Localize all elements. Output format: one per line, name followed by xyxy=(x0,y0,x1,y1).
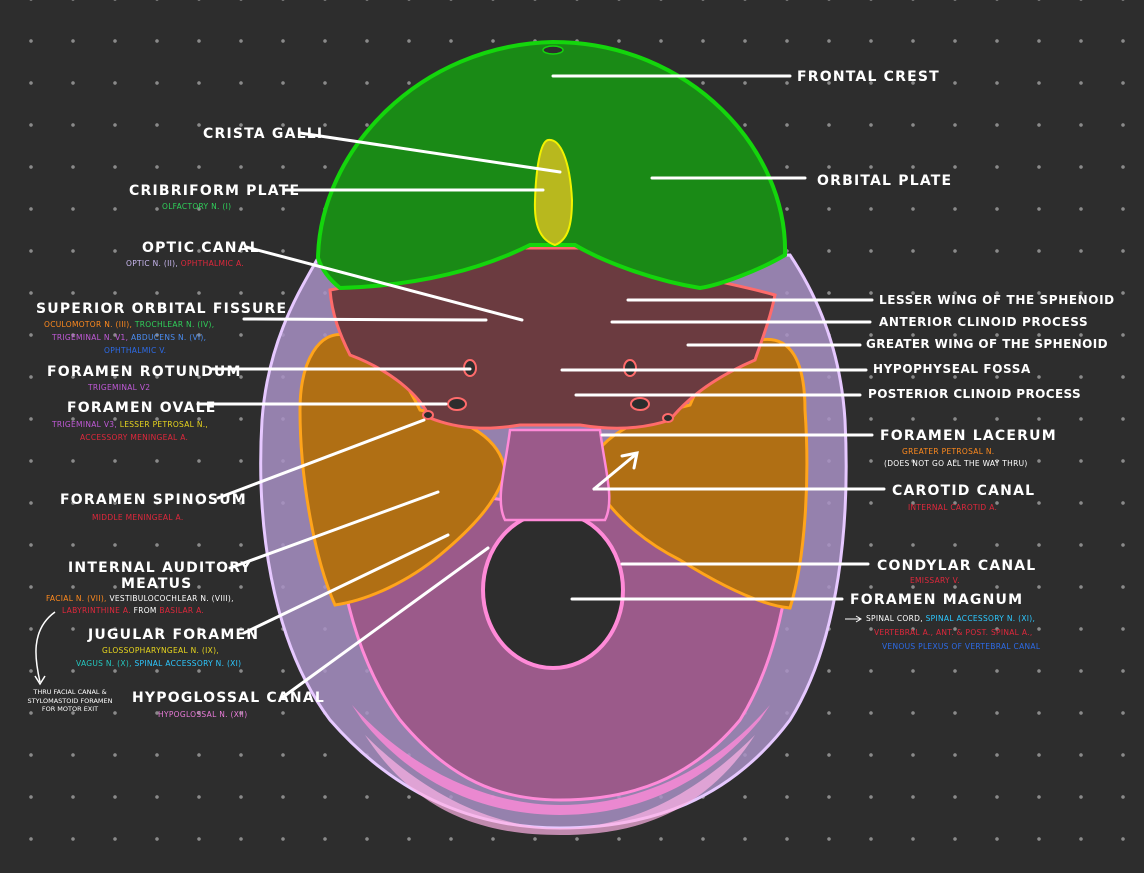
ovale-right-hole xyxy=(630,397,650,411)
sof-abducens: Abducens n. (VI), xyxy=(131,333,207,342)
magnum-sub-3: venous plexus of vertebral canal xyxy=(882,642,1041,651)
iam-sub-1: Facial n. (VII), Vestibulocochlear n. (V… xyxy=(46,594,234,604)
anterior-clinoid-label: Anterior clinoid process xyxy=(879,315,1089,329)
ovale-trigeminal: Trigeminal V3, xyxy=(52,420,118,429)
lacerum-note: (does not go all the way thru) xyxy=(884,459,1028,468)
iam-sub-2: Labyrinthine a. from basilar a. xyxy=(62,606,204,616)
lacerum-sub: Greater petrosal n. xyxy=(902,447,995,456)
foramen-magnum-hole xyxy=(481,510,625,670)
iam-label-2: meatus xyxy=(121,576,193,592)
optic-sub: Optic n. (II), ophthalmic a. xyxy=(126,259,244,269)
magnum-label: Foramen magnum xyxy=(850,592,1024,608)
orbital-plate-label: Orbital plate xyxy=(817,173,953,189)
iam-labyrinthine: Labyrinthine a. xyxy=(62,606,131,615)
sof-sub-3: Ophthalmic v. xyxy=(104,346,167,355)
hypoglossal-label: Hypoglossal canal xyxy=(132,690,325,706)
jugular-vagus: Vagus n. (X), xyxy=(76,659,132,668)
occipital-lower-band xyxy=(352,705,770,815)
posterior-clinoid-label: Posterior clinoid process xyxy=(868,387,1082,401)
sof-label: Superior orbital fissure xyxy=(36,301,288,317)
optic-canal-label: Optic canal xyxy=(142,240,260,256)
sof-sub-1: Oculomotor n. (III), Trochlear n. (IV), xyxy=(44,320,214,330)
ovale-sub-2: Accessory meningeal a. xyxy=(80,433,189,442)
clivus xyxy=(499,428,611,522)
iam-facial: Facial n. (VII), xyxy=(46,594,107,603)
spinosum-sub: Middle meningeal a. xyxy=(92,513,184,522)
magnum-vertebral: Vertebral a., xyxy=(874,628,934,637)
leader-iam xyxy=(228,490,440,570)
rotundum-sub: Trigeminal V2 xyxy=(88,383,151,392)
condylar-label: Condylar canal xyxy=(877,558,1037,574)
ovale-hole xyxy=(447,397,467,411)
leader-sof xyxy=(242,317,488,322)
magnum-sub-1: Spinal cord, Spinal accessory n. (XI), xyxy=(866,614,1035,624)
hypophyseal-label: Hypophyseal fossa xyxy=(873,362,1031,376)
leader-crista-galli xyxy=(298,131,562,174)
ovale-label: Foramen ovale xyxy=(67,400,217,416)
jugular-sub-2: Vagus n. (X), Spinal accessory n. (XI) xyxy=(76,659,241,669)
magnum-arrowhead xyxy=(855,615,862,623)
sof-oculomotor: Oculomotor n. (III), xyxy=(44,320,133,329)
lesser-wing-label: Lesser wing of the sphenoid xyxy=(879,293,1115,307)
iam-vestibulocochlear: Vestibulocochlear n. (VIII), xyxy=(109,594,234,603)
leader-optic-canal xyxy=(244,245,524,322)
crista-galli-label: Crista galli xyxy=(203,126,324,142)
sof-sub-2: Trigeminal n. V1, Abducens n. (VI), xyxy=(52,333,206,343)
leader-jugular xyxy=(242,533,450,635)
sof-trigeminal: Trigeminal n. V1, xyxy=(52,333,129,342)
leader-spinosum xyxy=(216,418,426,500)
magnum-accessory: Spinal accessory n. (XI), xyxy=(925,614,1036,623)
leader-carotid-arrow xyxy=(592,453,637,491)
lacerum-label: Foramen lacerum xyxy=(880,428,1057,444)
spinosum-hole xyxy=(422,410,434,420)
ethmoid-cribriform xyxy=(533,138,574,247)
note-arrow xyxy=(35,611,56,683)
rotundum-label: Foramen rotundum xyxy=(47,364,242,380)
jugular-sub-1: Glossopharyngeal n. (IX), xyxy=(102,646,219,655)
jugular-spinal: Spinal accessory n. (XI) xyxy=(134,659,242,668)
rotundum-right-hole xyxy=(623,359,637,377)
magnum-spinal-cord: Spinal cord, xyxy=(866,614,923,623)
sof-trochlear: Trochlear n. (IV), xyxy=(134,320,215,329)
note-arrowhead xyxy=(34,675,46,686)
ovale-petrosal: Lesser petrosal n., xyxy=(119,420,209,429)
iam-label-1: Internal auditory xyxy=(68,560,252,576)
iam-from: from xyxy=(133,606,157,615)
spinosum-label: Foramen spinosum xyxy=(60,492,247,508)
magnum-spinal-arteries: ant. & post. spinal a., xyxy=(935,628,1033,637)
spinosum-right-hole xyxy=(662,413,674,423)
cribriform-sub: Olfactory n. (I) xyxy=(162,202,232,211)
jugular-label: Jugular foramen xyxy=(88,627,260,643)
carotid-sub: Internal carotid a. xyxy=(908,503,998,512)
magnum-sub-2: Vertebral a., ant. & post. spinal a., xyxy=(874,628,1033,638)
condylar-sub: Emissary v. xyxy=(910,576,960,585)
carotid-label: Carotid canal xyxy=(892,483,1036,499)
leader-hypoglossal xyxy=(281,546,490,699)
occipital-bottom-band xyxy=(365,735,755,835)
optic-nerve: Optic n. (II), xyxy=(126,259,179,268)
frontal-crest-label: Frontal crest xyxy=(797,69,940,85)
ophthalmic-artery: ophthalmic a. xyxy=(180,259,244,268)
ovale-sub-1: Trigeminal V3, Lesser petrosal n., xyxy=(52,420,208,430)
iam-basilar: basilar a. xyxy=(159,606,205,615)
hypoglossal-sub: Hypoglossal n. (XII) xyxy=(158,710,248,719)
facial-canal-note: thru facial canal & stylomastoid foramen… xyxy=(27,688,113,713)
greater-wing-label: Greater wing of the sphenoid xyxy=(866,337,1108,351)
frontal-top-hole xyxy=(542,45,564,55)
cribriform-label: Cribriform plate xyxy=(129,183,301,199)
leader-carotid-arrowhead xyxy=(620,451,639,470)
